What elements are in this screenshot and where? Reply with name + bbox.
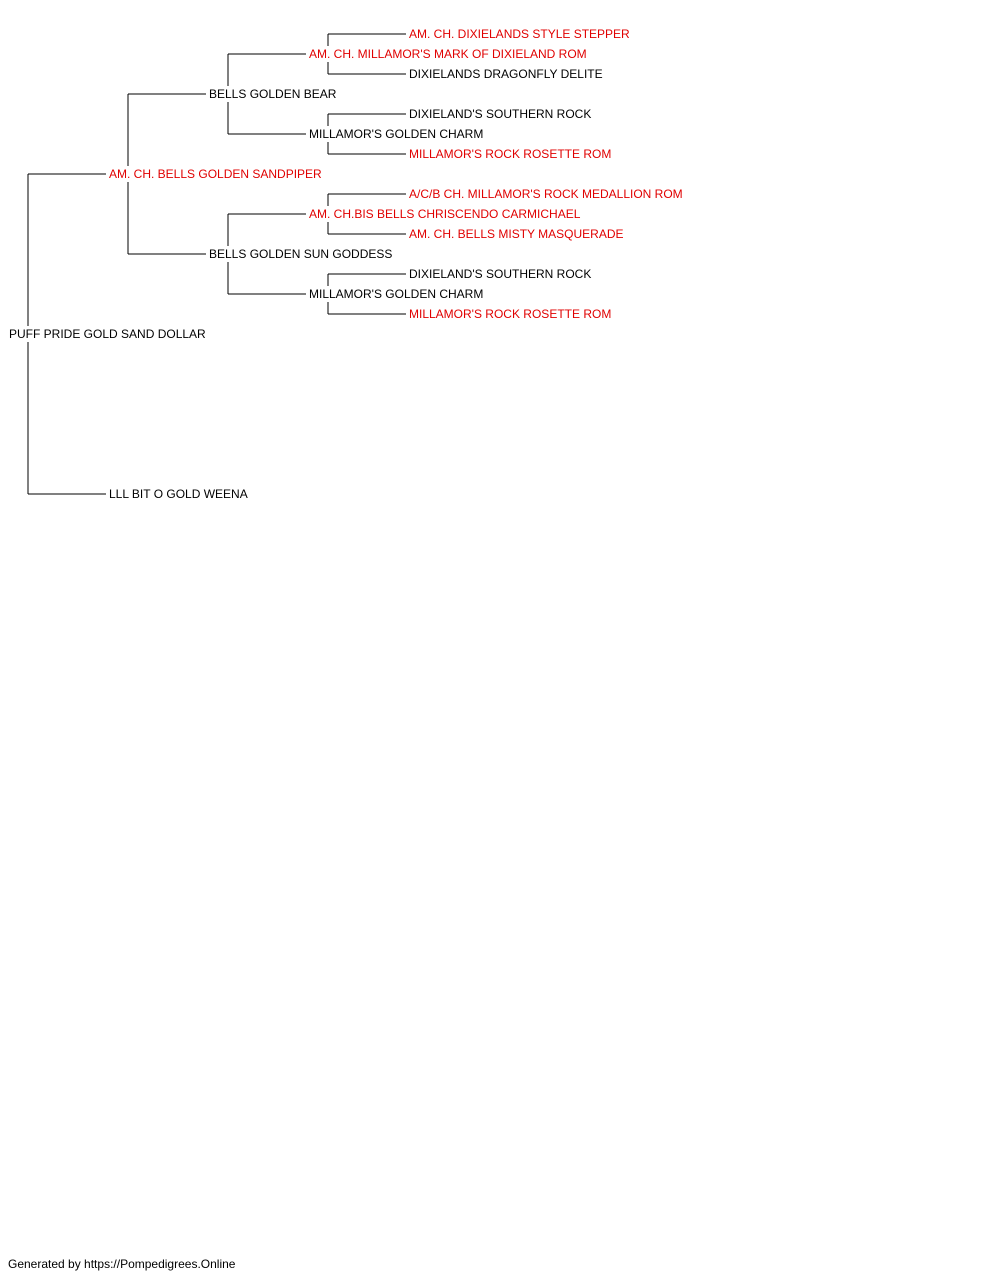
ancestor-name: LLL BIT O GOLD WEENA xyxy=(108,487,249,501)
ancestor-name: AM. CH. DIXIELANDS STYLE STEPPER xyxy=(408,27,631,41)
ancestor-name: MILLAMOR'S GOLDEN CHARM xyxy=(308,287,485,301)
ancestor-name: DIXIELANDS DRAGONFLY DELITE xyxy=(408,67,604,81)
ancestor-name: BELLS GOLDEN BEAR xyxy=(208,87,338,101)
ancestor-name: AM. CH. BELLS MISTY MASQUERADE xyxy=(408,227,625,241)
ancestor-name: AM. CH. BELLS GOLDEN SANDPIPER xyxy=(108,167,323,181)
ancestor-name: AM. CH.BIS BELLS CHRISCENDO CARMICHAEL xyxy=(308,207,582,221)
ancestor-name: AM. CH. MILLAMOR'S MARK OF DIXIELAND ROM xyxy=(308,47,588,61)
generated-by-footer: Generated by https://Pompedigrees.Online xyxy=(8,1257,236,1271)
ancestor-name: A/C/B CH. MILLAMOR'S ROCK MEDALLION ROM xyxy=(408,187,684,201)
subject-dog-name: PUFF PRIDE GOLD SAND DOLLAR xyxy=(8,327,207,341)
ancestor-name: BELLS GOLDEN SUN GODDESS xyxy=(208,247,394,261)
ancestor-name: MILLAMOR'S ROCK ROSETTE ROM xyxy=(408,307,613,321)
ancestor-name: MILLAMOR'S GOLDEN CHARM xyxy=(308,127,485,141)
ancestor-name: DIXIELAND'S SOUTHERN ROCK xyxy=(408,267,593,281)
ancestor-name: MILLAMOR'S ROCK ROSETTE ROM xyxy=(408,147,613,161)
ancestor-name: DIXIELAND'S SOUTHERN ROCK xyxy=(408,107,593,121)
